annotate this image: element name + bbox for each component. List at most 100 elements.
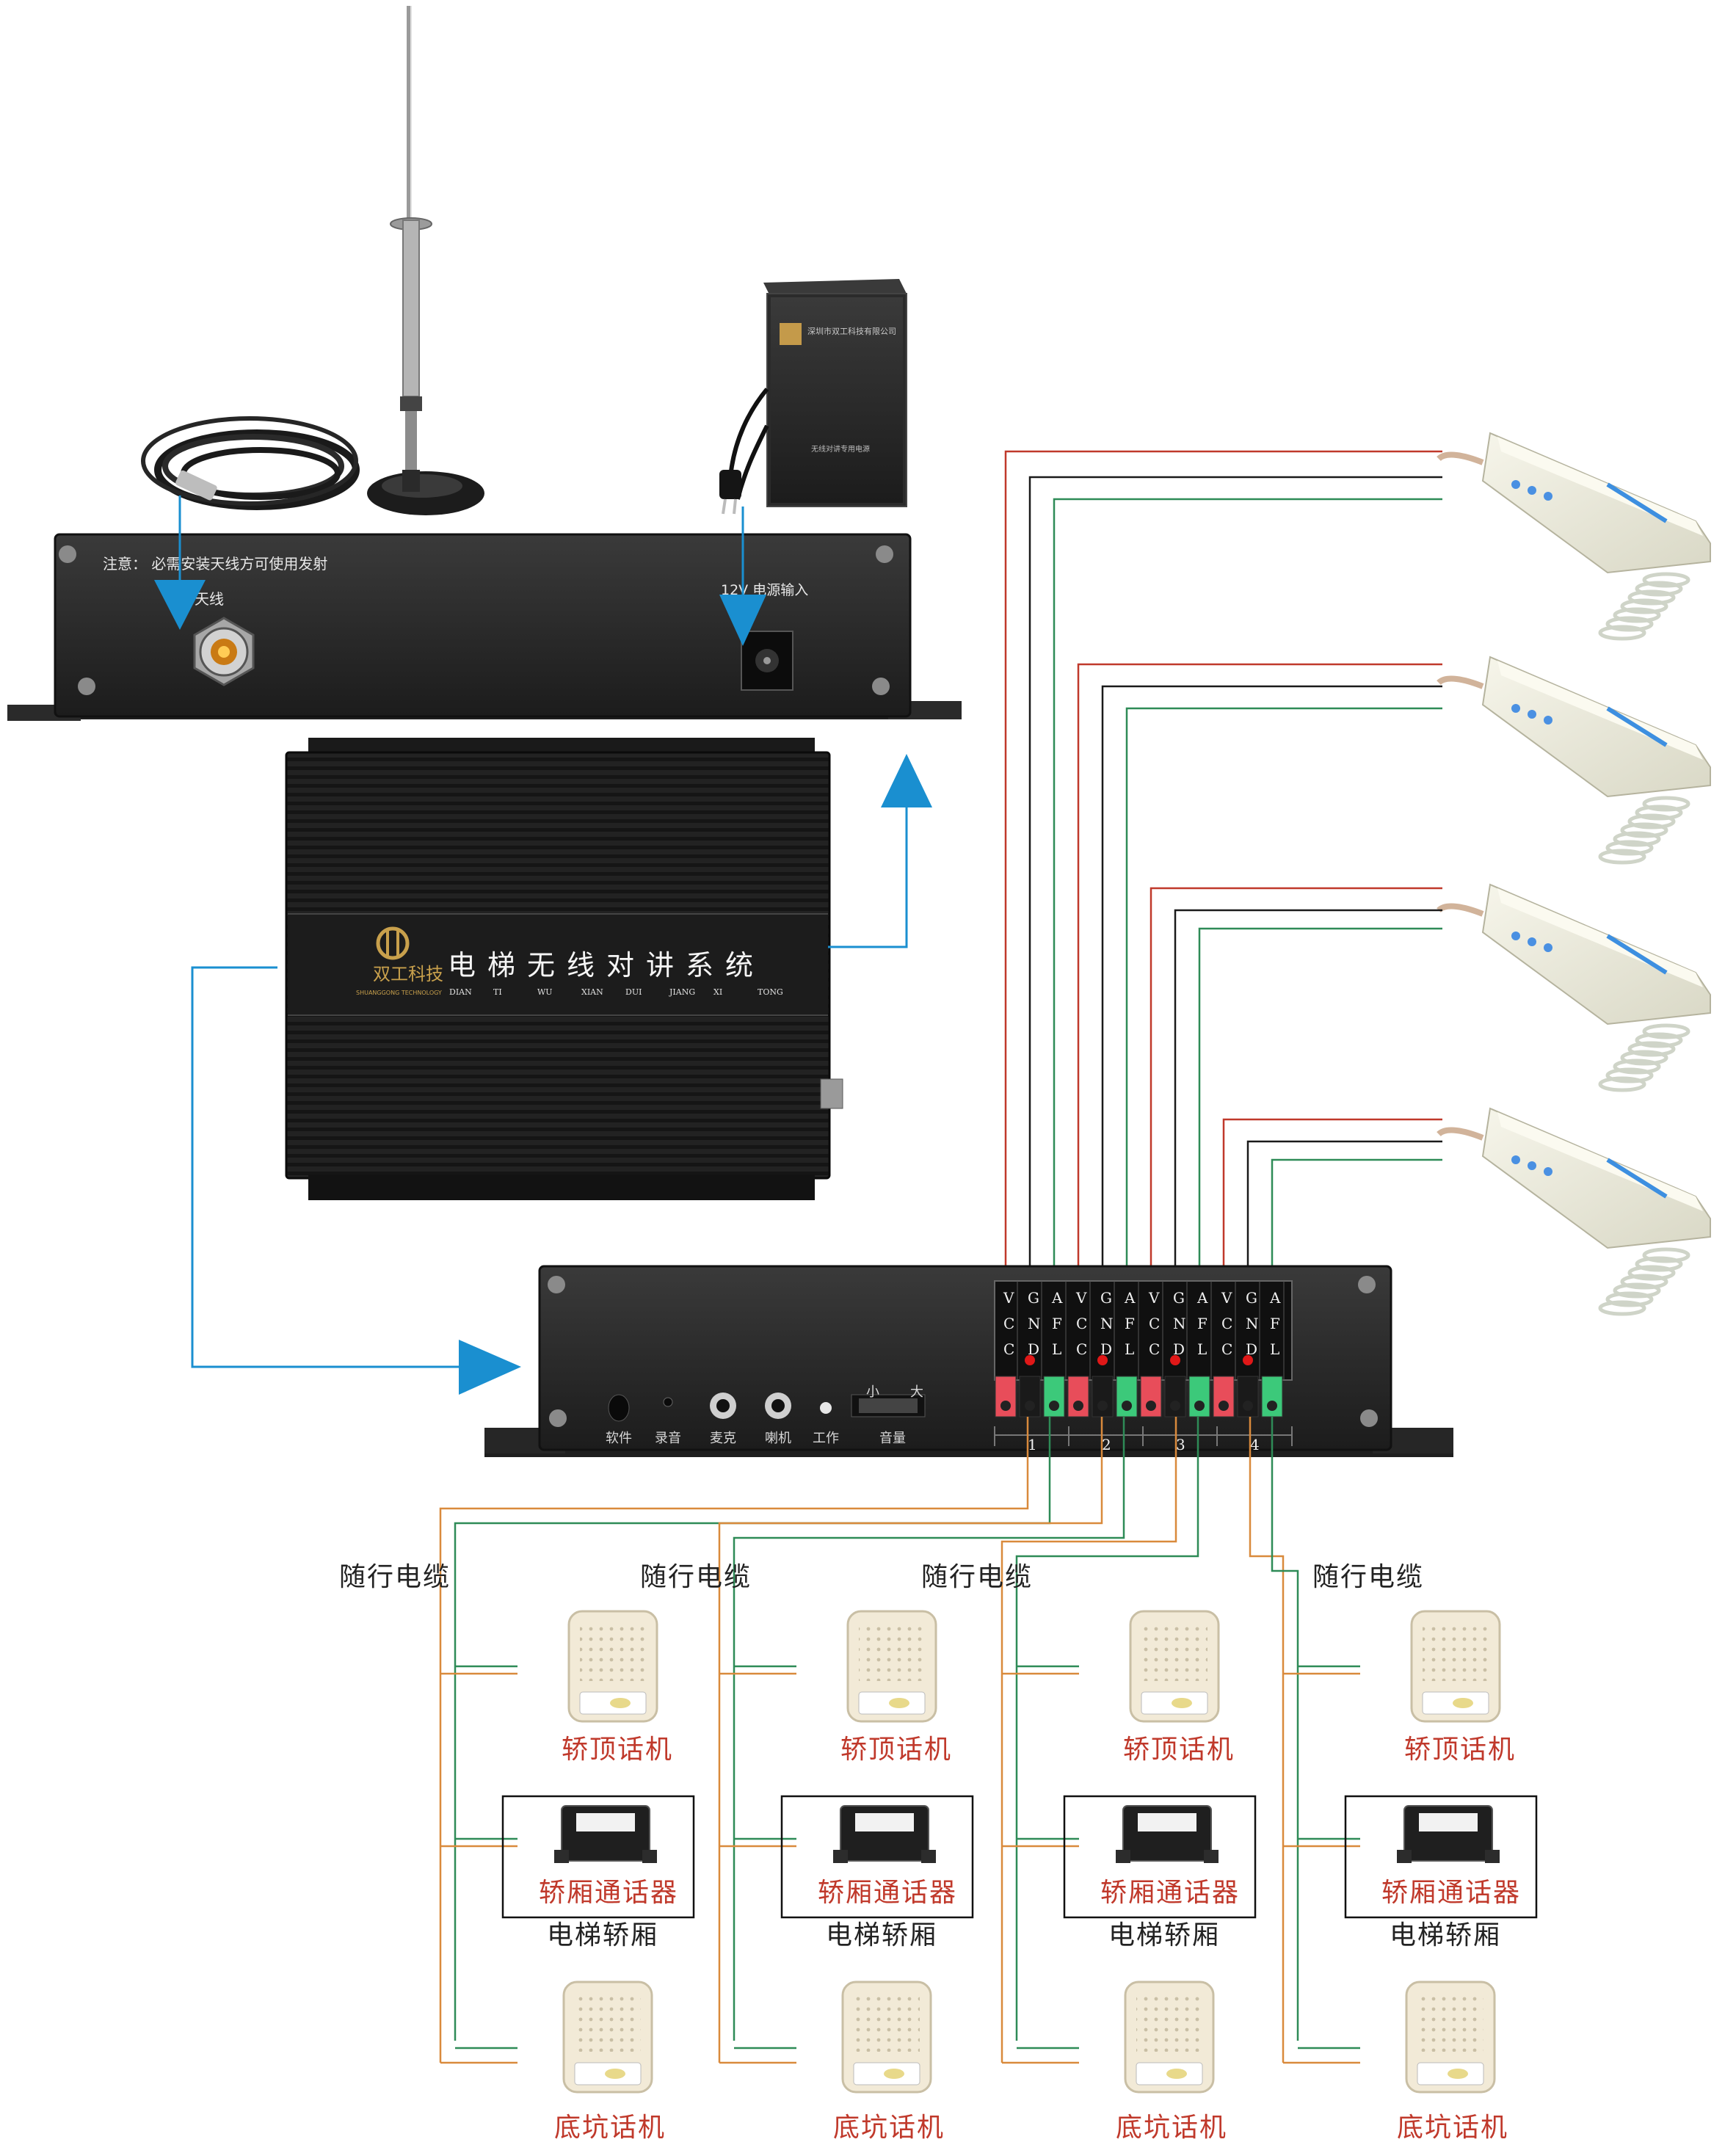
cable-wire bbox=[1249, 1417, 1285, 2063]
unit-to-front-panel-link bbox=[191, 966, 521, 1395]
car-box bbox=[1063, 1795, 1257, 1919]
terminal-letter: D bbox=[1246, 1340, 1257, 1358]
terminal-letter: N bbox=[1246, 1315, 1259, 1332]
product-title: 电梯无线对讲系统 bbox=[448, 949, 765, 981]
software-button-icon[interactable] bbox=[608, 1394, 630, 1422]
traveling-cable-label: 随行电缆 bbox=[339, 1562, 451, 1592]
channel-number: 3 bbox=[1176, 1436, 1185, 1453]
adapter-logo-icon bbox=[780, 323, 802, 345]
car-intercom-label: 轿厢通话器 bbox=[1100, 1878, 1240, 1908]
handset-wiring bbox=[1004, 450, 1442, 1281]
car-box bbox=[780, 1795, 974, 1919]
pit-speaker-icon bbox=[1405, 1981, 1496, 2094]
wire-terminal[interactable] bbox=[1067, 1376, 1089, 1417]
signal-wire bbox=[1150, 887, 1442, 1281]
brand-subtitle: SHUANGGONG TECHNOLOGY bbox=[356, 990, 442, 996]
terminal-letter: L bbox=[1052, 1340, 1061, 1358]
wire-terminal[interactable] bbox=[1043, 1376, 1065, 1417]
car-box bbox=[1344, 1795, 1538, 1919]
wire-terminal[interactable] bbox=[1140, 1376, 1162, 1417]
pinyin-syllable: XI bbox=[713, 987, 722, 997]
wire-terminal[interactable] bbox=[1261, 1376, 1283, 1417]
signal-wire bbox=[1053, 498, 1442, 1281]
wire-terminal[interactable] bbox=[1237, 1355, 1259, 1417]
volume-slider[interactable]: 小 大 音量 bbox=[851, 1384, 926, 1446]
terminal-letter: C bbox=[1003, 1340, 1014, 1358]
car-top-phone-label: 轿顶话机 bbox=[840, 1735, 952, 1765]
pinyin-syllable: TI bbox=[493, 987, 502, 997]
traveling-cable-label: 随行电缆 bbox=[640, 1562, 752, 1592]
signal-wire bbox=[1125, 707, 1442, 1281]
volume-small-label: 小 bbox=[866, 1384, 879, 1400]
terminal-letter: C bbox=[1221, 1340, 1232, 1358]
adapter-type-text: 无线对讲专用电源 bbox=[811, 444, 870, 454]
elevator-car-label: 电梯轿厢 bbox=[547, 1920, 658, 1950]
cable-wire bbox=[733, 1417, 1125, 2041]
terminal-letter: D bbox=[1100, 1340, 1112, 1358]
wire-terminal[interactable] bbox=[1188, 1376, 1210, 1417]
wall-intercom-handset bbox=[1437, 883, 1711, 1092]
car-intercom-device-icon bbox=[833, 1805, 936, 1863]
unit-to-rear-panel-link bbox=[828, 754, 932, 948]
wire-terminal[interactable] bbox=[1116, 1376, 1138, 1417]
terminal-letter: V bbox=[1221, 1289, 1232, 1307]
cable-wire bbox=[718, 1417, 1103, 2063]
car-top-speaker-icon bbox=[1410, 1610, 1501, 1723]
pinyin-syllable: DUI bbox=[625, 987, 642, 997]
terminal-led-icon bbox=[1025, 1355, 1035, 1365]
signal-wire bbox=[1271, 1158, 1442, 1281]
cable-wire bbox=[454, 1417, 1051, 2041]
terminal-letter: V bbox=[1148, 1289, 1160, 1307]
wire-terminal[interactable] bbox=[1019, 1355, 1041, 1417]
terminal-letter: F bbox=[1125, 1315, 1135, 1332]
terminal-letter: F bbox=[1197, 1315, 1207, 1332]
car-top-phone-label: 轿顶话机 bbox=[1123, 1735, 1235, 1765]
terminal-letter: G bbox=[1173, 1289, 1185, 1307]
volume-large-label: 大 bbox=[910, 1384, 923, 1400]
wire-terminal[interactable] bbox=[995, 1376, 1017, 1417]
terminal-letter: F bbox=[1270, 1315, 1280, 1332]
pit-phone-label: 底坑话机 bbox=[554, 2113, 666, 2142]
control-label: 工作 bbox=[813, 1431, 839, 1446]
car-intercom-label: 轿厢通话器 bbox=[539, 1878, 678, 1908]
side-connector bbox=[820, 1078, 843, 1109]
elevator-car-label: 电梯轿厢 bbox=[1108, 1920, 1220, 1950]
car-intercom-device-icon bbox=[554, 1805, 657, 1863]
signal-wire bbox=[1077, 663, 1442, 1281]
terminal-letter: C bbox=[1149, 1340, 1160, 1358]
terminal-letter: V bbox=[1003, 1289, 1014, 1307]
wall-intercom-handset bbox=[1437, 656, 1711, 865]
terminal-letter: G bbox=[1246, 1289, 1257, 1307]
terminal-letter: N bbox=[1100, 1315, 1114, 1332]
wire-terminal[interactable] bbox=[1213, 1376, 1235, 1417]
car-top-speaker-icon bbox=[846, 1610, 937, 1723]
pit-phone-label: 底坑话机 bbox=[833, 2113, 945, 2142]
wall-intercom-handset bbox=[1437, 432, 1711, 641]
terminal-block bbox=[995, 1355, 1283, 1417]
rear-panel-device: 注意： 必需安装天线方可使用发射 天线 12V 电源输入 bbox=[7, 533, 962, 721]
terminal-letter: L bbox=[1125, 1340, 1134, 1358]
pinyin-syllable: DIAN bbox=[449, 987, 472, 997]
signal-wire bbox=[1246, 1140, 1442, 1281]
wire-terminal[interactable] bbox=[1164, 1355, 1186, 1417]
main-unit: 双工科技 SHUANGGONG TECHNOLOGY 电梯无线对讲系统 DIAN… bbox=[285, 738, 843, 1200]
car-intercom-device-icon bbox=[1116, 1805, 1219, 1863]
elevator-columns: 随行电缆轿顶话机轿厢通话器电梯轿厢底坑话机随行电缆轿顶话机轿厢通话器电梯轿厢底坑… bbox=[339, 1562, 1538, 2142]
terminal-letter: L bbox=[1197, 1340, 1207, 1358]
car-intercom-label: 轿厢通话器 bbox=[1381, 1878, 1521, 1908]
plug-icon bbox=[719, 470, 741, 515]
antenna-connection-arrow bbox=[154, 495, 206, 630]
terminal-letter: C bbox=[1003, 1315, 1014, 1332]
traveling-cable-label: 随行电缆 bbox=[921, 1562, 1033, 1592]
power-connection-arrow bbox=[719, 507, 766, 646]
elevator-car-label: 电梯轿厢 bbox=[826, 1920, 937, 1950]
control-label: 软件 bbox=[606, 1431, 632, 1446]
signal-wire bbox=[1004, 450, 1442, 1281]
signal-wire bbox=[1198, 927, 1442, 1281]
terminal-letter: A bbox=[1196, 1289, 1208, 1307]
pit-speaker-icon bbox=[562, 1981, 653, 2094]
